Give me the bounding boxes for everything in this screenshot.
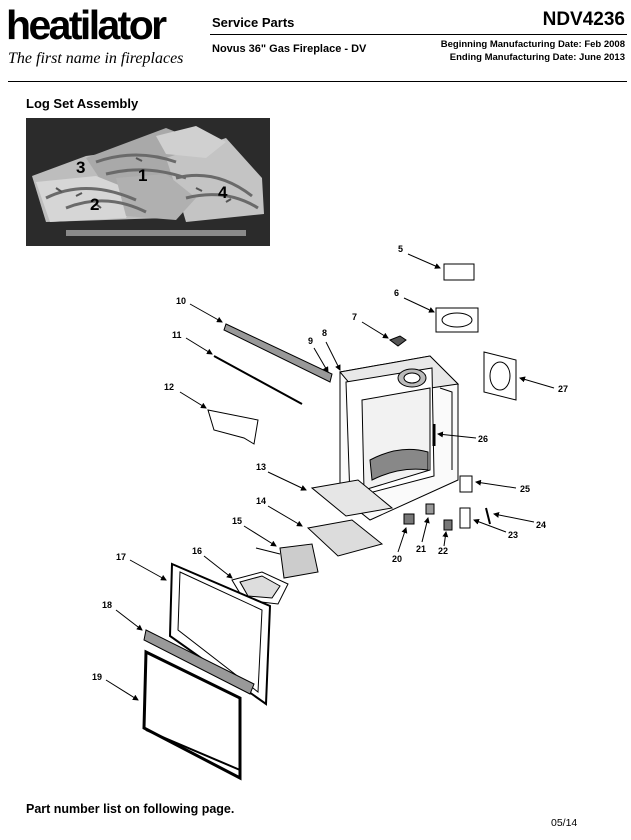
callout-27: 27	[558, 384, 568, 394]
callout-7: 7	[352, 312, 357, 322]
callout-23: 23	[508, 530, 518, 540]
brand-wordmark: heatilator	[6, 2, 167, 48]
callout-13: 13	[256, 462, 266, 472]
callout-15: 15	[232, 516, 242, 526]
callout-16: 16	[192, 546, 202, 556]
model-number: NDV4236	[542, 9, 625, 30]
callout-25: 25	[520, 484, 530, 494]
log-set-title: Log Set Assembly	[26, 96, 139, 111]
heatilator-logo: heatilator The first name in fireplaces	[6, 2, 206, 70]
revision-date: 05/14	[551, 817, 578, 829]
log-label-3: 3	[76, 158, 85, 177]
service-parts-label: Service Parts	[212, 15, 295, 30]
callout-18: 18	[102, 600, 112, 610]
callout-26: 26	[478, 434, 488, 444]
callout-17: 17	[116, 552, 126, 562]
callout-14: 14	[256, 496, 266, 506]
exploded-parts-diagram: 5 6 7 8 9 10 11 12 13 14 15 16 17 18 19 …	[92, 244, 568, 781]
log-label-1: 1	[138, 166, 147, 185]
callout-10: 10	[176, 296, 186, 306]
callout-9: 9	[308, 336, 313, 346]
header-divider	[210, 34, 627, 35]
log-label-4: 4	[218, 183, 228, 202]
callout-21: 21	[416, 544, 426, 554]
header-bottom-rule	[8, 81, 627, 82]
callout-6: 6	[394, 288, 399, 298]
log-set-image: 1 2 3 4	[26, 118, 270, 246]
begin-date: Beginning Manufacturing Date: Feb 2008	[440, 39, 625, 50]
callout-11: 11	[172, 330, 182, 340]
brand-tagline: The first name in fireplaces	[8, 50, 184, 67]
callout-20: 20	[392, 554, 402, 564]
callout-5: 5	[398, 244, 403, 254]
callout-22: 22	[438, 546, 448, 556]
manufacturing-dates: Beginning Manufacturing Date: Feb 2008 E…	[441, 39, 625, 64]
log-set-photo: 1 2 3 4	[26, 118, 270, 246]
callout-12: 12	[164, 382, 174, 392]
callout-8: 8	[322, 328, 327, 338]
log-label-2: 2	[90, 195, 99, 214]
product-name: Novus 36" Gas Fireplace - DV	[212, 43, 367, 55]
callout-19: 19	[92, 672, 102, 682]
end-date: Ending Manufacturing Date: June 2013	[449, 51, 625, 63]
callout-24: 24	[536, 520, 546, 530]
part-list-note: Part number list on following page.	[26, 802, 235, 816]
